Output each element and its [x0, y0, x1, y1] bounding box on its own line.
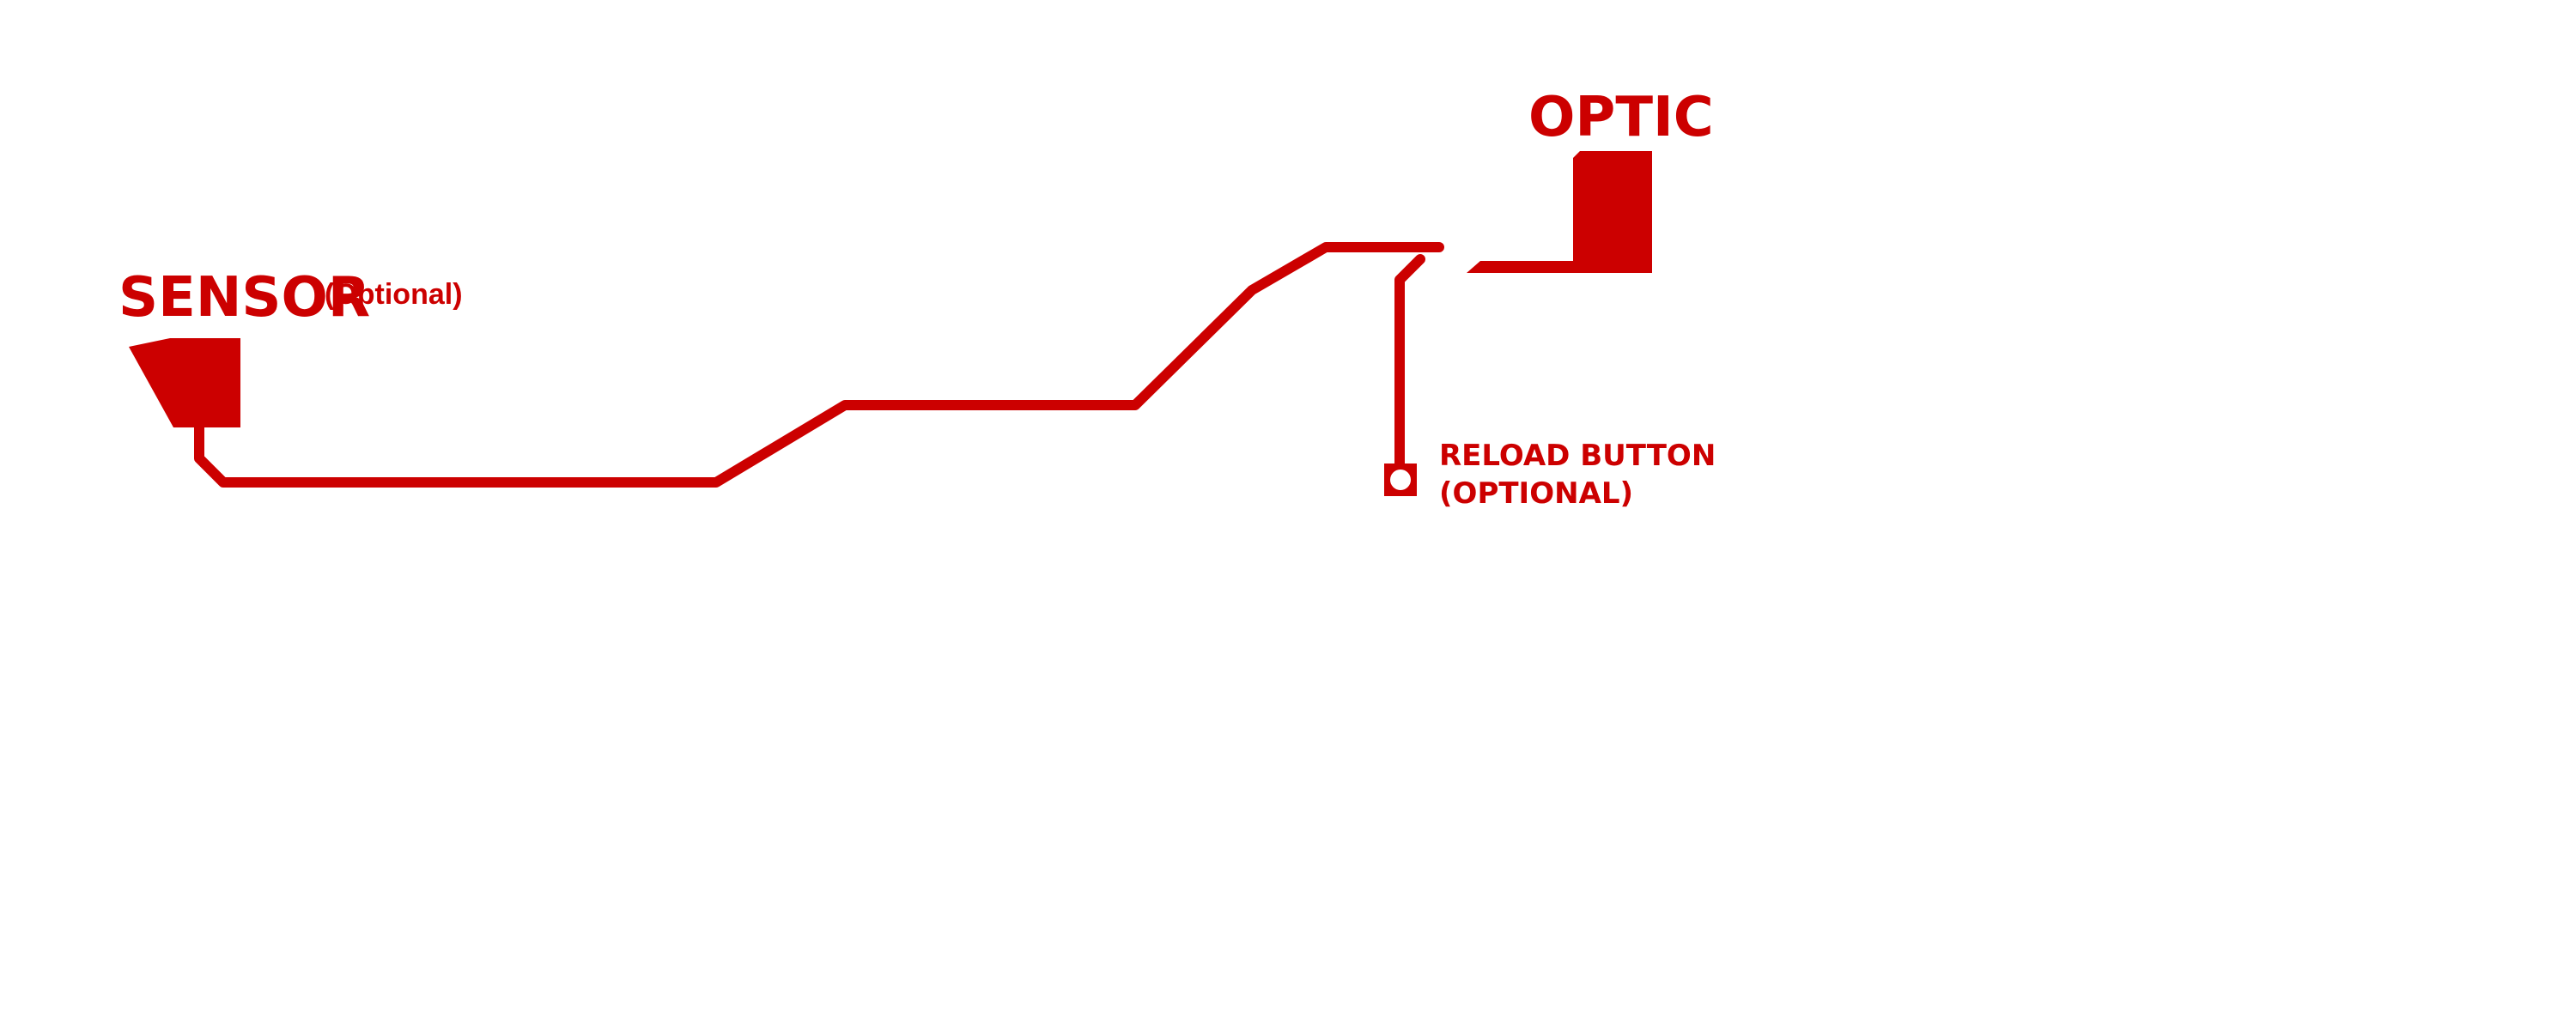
reload-wire: [1394, 254, 1425, 479]
reload-optional-label: (OPTIONAL): [1439, 476, 1633, 511]
reload-button-label: RELOAD BUTTON: [1439, 439, 1716, 473]
optic-label: OPTIC: [1528, 86, 1714, 149]
reload-button-hole: [1390, 470, 1411, 490]
sensor-label: SENSOR: [118, 266, 370, 330]
sensor-shape: [129, 338, 240, 427]
optic-shape: [1467, 151, 1652, 273]
sensor-wire: [194, 242, 1444, 488]
sensor-optional-label: (Optional): [325, 278, 463, 311]
